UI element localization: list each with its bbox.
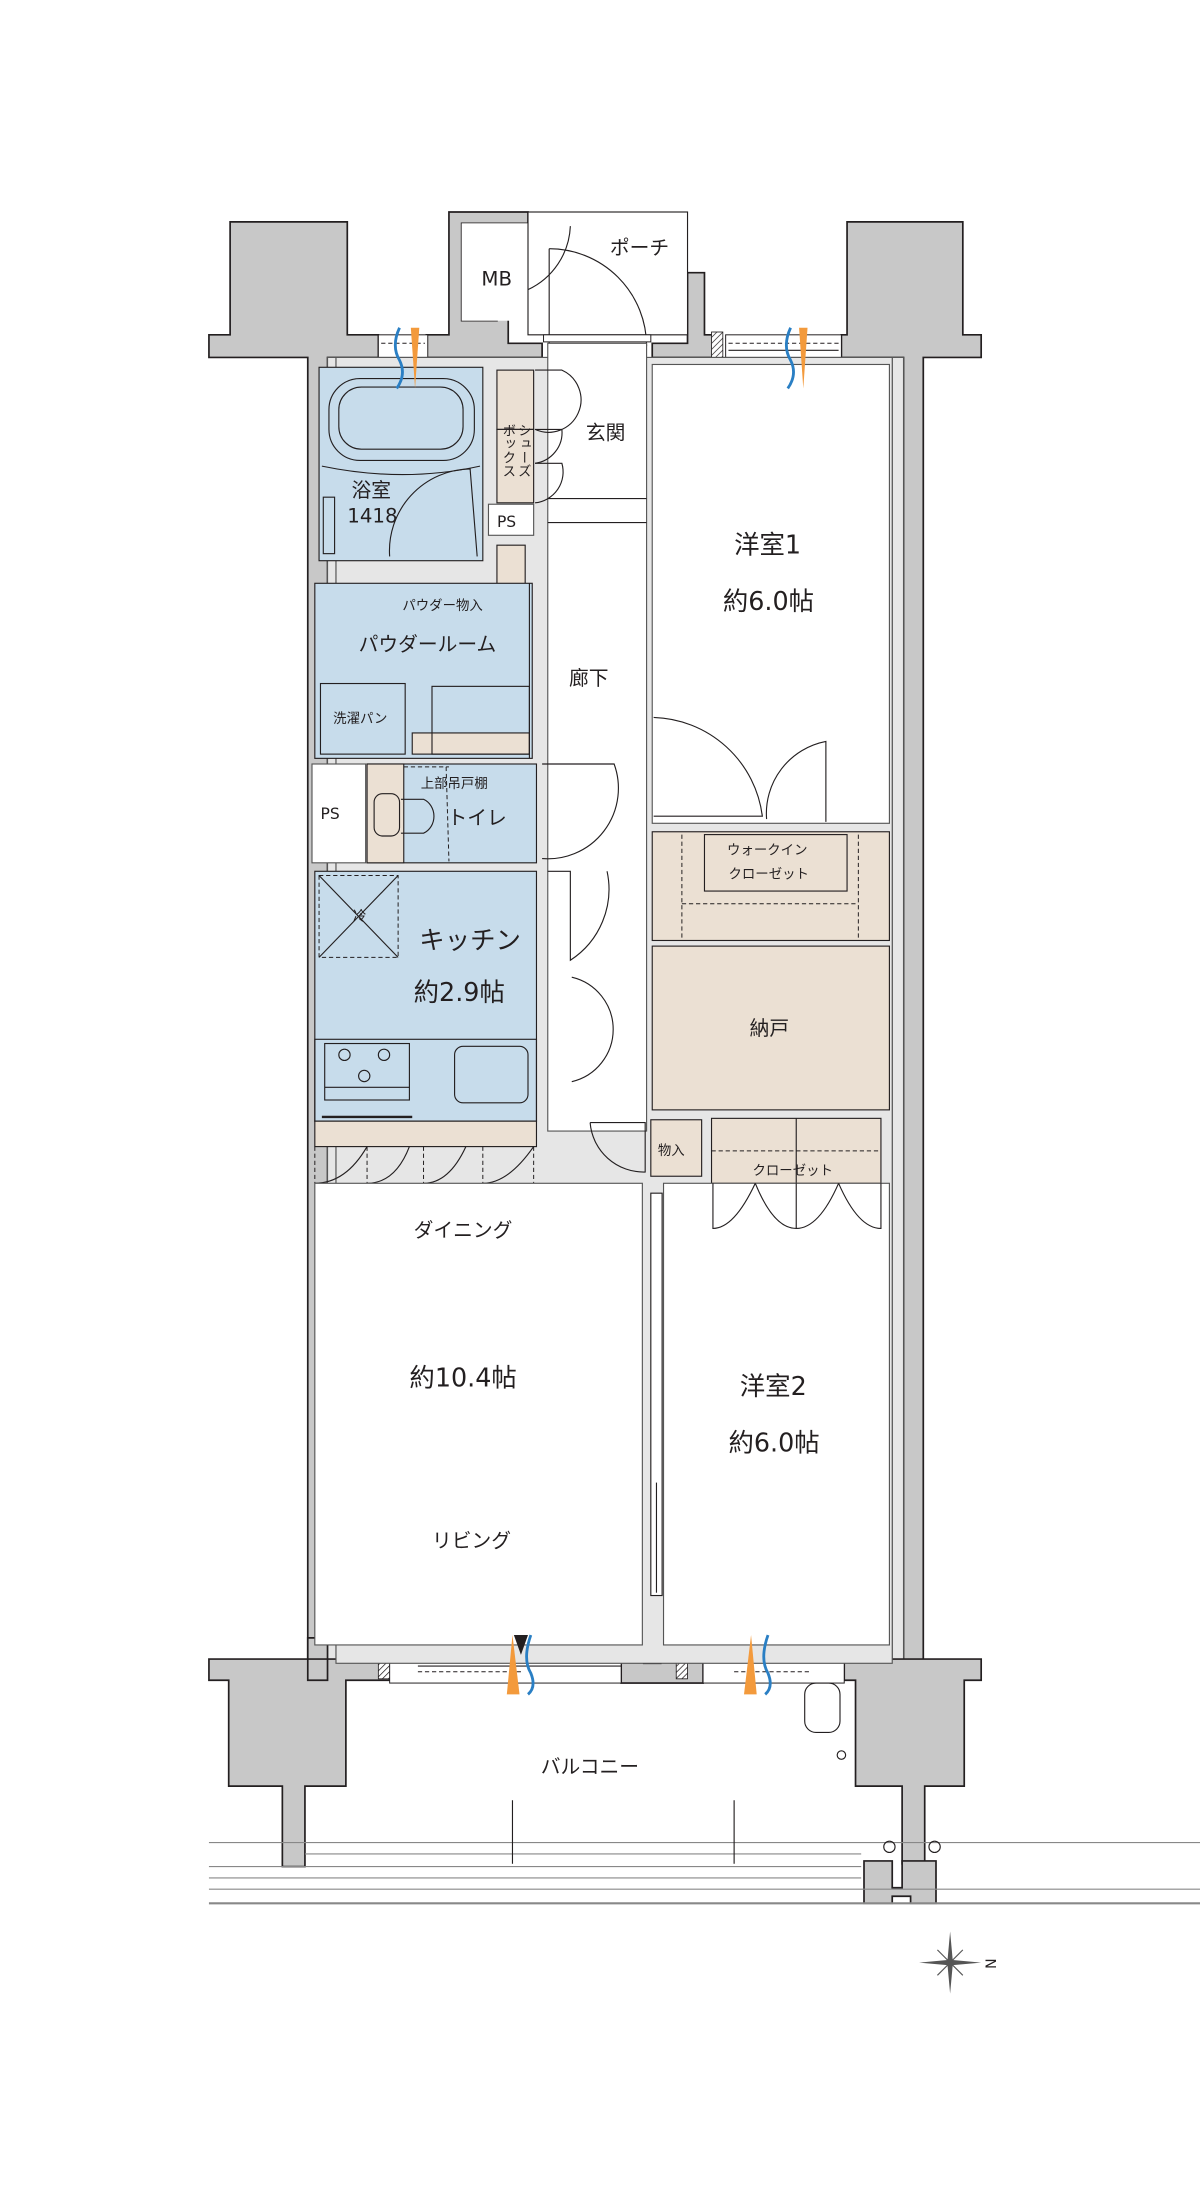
label-wic-line1: ウォークイン [727, 842, 807, 858]
compass-north-label: N [981, 1958, 997, 1969]
label-storeroom: 納戸 [750, 1017, 790, 1040]
airflow-markers [393, 327, 808, 1696]
label-kitchen: キッチン [419, 925, 521, 955]
label-western-room-2: 洋室2 [740, 1371, 807, 1401]
storeroom [651, 945, 890, 1111]
label-shoe-box: シューズ ボックス [499, 424, 530, 478]
label-powder-room: パウダールーム [359, 633, 497, 656]
label-hallway: 廊下 [569, 667, 609, 690]
walk-in-closet [651, 831, 890, 942]
label-western-room-1: 洋室1 [734, 530, 801, 560]
storage [650, 1119, 703, 1177]
label-ld-area: 約10.4帖 [409, 1363, 516, 1393]
gas-burners [338, 1048, 391, 1083]
compass-icon: N [919, 1931, 997, 1994]
label-living: リビング [432, 1530, 511, 1553]
label-powder-storage: パウダー物入 [402, 598, 482, 614]
label-meter-box: MB [481, 267, 512, 290]
label-ps-2: PS [320, 805, 339, 823]
label-dining: ダイニング [414, 1219, 513, 1242]
porch-area [461, 211, 689, 347]
label-storage: 物入 [658, 1143, 685, 1159]
western-room-2 [662, 1182, 890, 1646]
label-ps-1: PS [497, 513, 516, 531]
western-room-1 [651, 363, 890, 824]
svg-text:ボックス: ボックス [499, 424, 515, 478]
label-porch: ポーチ [610, 236, 669, 259]
svg-text:シューズ: シューズ [515, 424, 531, 478]
label-entrance: 玄関 [586, 421, 626, 444]
wall-hatch [711, 331, 724, 358]
living-dining [314, 1182, 643, 1646]
balcony [208, 1682, 1200, 1905]
label-western-room-2-area: 約6.0帖 [728, 1428, 819, 1458]
label-upper-cabinet: 上部吊戸棚 [421, 776, 488, 792]
label-kitchen-area: 約2.9帖 [414, 977, 505, 1007]
label-bathroom: 浴室 [352, 479, 392, 502]
label-bathroom-size: 1418 [347, 505, 397, 528]
label-western-room-1-area: 約6.0帖 [723, 586, 814, 616]
bathroom [318, 366, 484, 562]
label-toilet: トイレ [448, 807, 507, 830]
label-balcony: バルコニー [541, 1755, 639, 1778]
label-closet-2: クローゼット [752, 1163, 832, 1179]
label-fridge: 冷 [353, 909, 366, 925]
label-wic-line2: クローゼット [728, 866, 808, 882]
kitchen [314, 870, 538, 1122]
hallway-floor [547, 342, 648, 1132]
label-washer-pan: 洗濯パン [333, 711, 387, 727]
